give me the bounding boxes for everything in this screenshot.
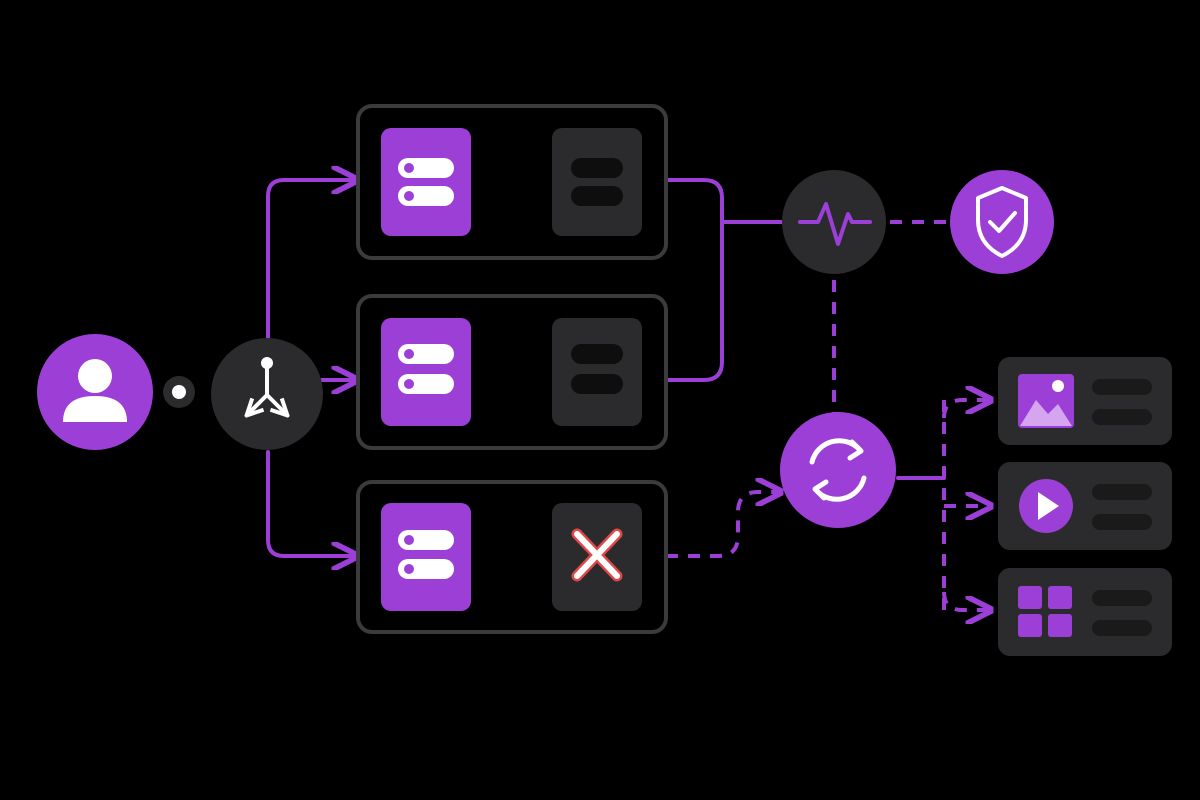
connector-replica-1-monitor xyxy=(664,178,786,224)
link-output-grid xyxy=(942,591,988,610)
primary-server-tile xyxy=(381,318,471,426)
close-icon xyxy=(571,528,623,582)
placeholder-line xyxy=(1092,514,1152,530)
heartbeat-icon xyxy=(798,202,872,246)
server-icon xyxy=(398,530,454,579)
grid-icon xyxy=(1018,586,1072,637)
server-icon xyxy=(571,158,623,206)
primary-server-tile xyxy=(381,128,471,236)
shield-check-icon xyxy=(976,186,1028,258)
link-output-image xyxy=(942,400,988,419)
output-card-image[interactable] xyxy=(998,357,1172,445)
connector-replica-2-monitor xyxy=(664,220,724,382)
primary-server-tile xyxy=(381,503,471,611)
sync-icon xyxy=(809,438,867,502)
branch-split-icon xyxy=(248,357,286,414)
replica-panel-3[interactable] xyxy=(356,480,668,634)
secondary-server-tile xyxy=(552,128,642,236)
output-card-grid[interactable] xyxy=(998,568,1172,656)
output-card-video[interactable] xyxy=(998,462,1172,550)
placeholder-line xyxy=(1092,620,1152,636)
placeholder-line xyxy=(1092,590,1152,606)
user-icon xyxy=(63,359,127,422)
image-icon xyxy=(1018,374,1074,428)
server-icon xyxy=(571,344,623,394)
placeholder-line xyxy=(1092,409,1152,425)
secondary-server-tile xyxy=(552,318,642,426)
connector-splitter-replica-1 xyxy=(266,180,354,340)
splitter-node[interactable] xyxy=(211,338,323,450)
sync-node[interactable] xyxy=(780,412,896,528)
security-node[interactable] xyxy=(950,170,1054,274)
server-icon xyxy=(398,158,454,206)
connector-splitter-replica-3 xyxy=(266,450,354,556)
replica-panel-2[interactable] xyxy=(356,294,668,450)
user-node[interactable] xyxy=(37,334,153,450)
server-icon xyxy=(398,344,454,394)
play-icon xyxy=(1019,479,1073,533)
replica-panel-1[interactable] xyxy=(356,104,668,260)
connectors xyxy=(266,178,946,556)
connector-dot xyxy=(163,376,195,408)
dashed-connectors xyxy=(474,180,988,610)
link-replica-3-sync xyxy=(666,492,778,558)
monitor-node[interactable] xyxy=(782,170,886,274)
placeholder-line xyxy=(1092,484,1152,500)
placeholder-line xyxy=(1092,379,1152,395)
